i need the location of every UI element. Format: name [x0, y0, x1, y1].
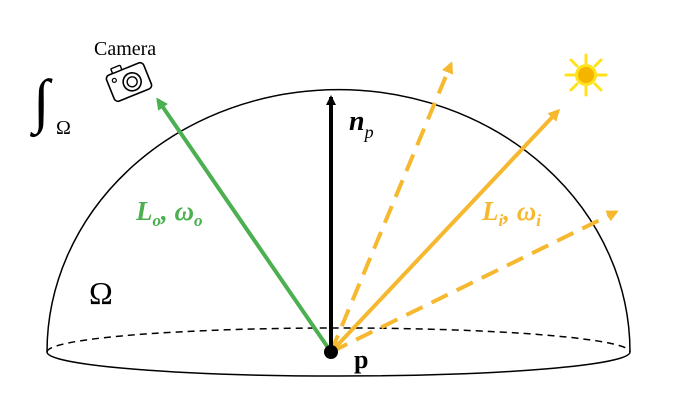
incoming-sep: ,: [502, 196, 517, 226]
normal-subscript: p: [363, 122, 374, 142]
outgoing-sep: ,: [160, 196, 175, 226]
camera-icon: [105, 61, 153, 103]
domain-label: Ω: [89, 275, 113, 311]
normal-symbol: n: [349, 106, 365, 137]
integral-subscript: Ω: [56, 117, 71, 139]
incoming-ray-dashed-1: [329, 61, 454, 353]
outgoing-L-sub: o: [153, 211, 162, 230]
sun-icon: [564, 53, 608, 97]
incoming-L: L: [481, 196, 499, 226]
integral-sign: ∫: [30, 68, 53, 138]
incoming-ray: [329, 108, 561, 354]
outgoing-ray: [156, 97, 333, 354]
normal-label: np: [349, 106, 374, 142]
outgoing-omega-sub: o: [194, 211, 203, 230]
incoming-L-sub: i: [499, 211, 504, 230]
incoming-ray-dashed-2: [330, 210, 619, 354]
camera-label: Camera: [94, 38, 156, 60]
surface-point: [324, 345, 338, 359]
hemisphere-base-front: [46, 351, 631, 377]
incoming-label: Li, ωi: [481, 196, 541, 230]
hemisphere-base-back: [46, 327, 631, 353]
outgoing-label: Lo, ωo: [135, 196, 203, 230]
incoming-omega: ω: [517, 196, 537, 226]
incoming-omega-sub: i: [536, 211, 541, 230]
hemisphere-dome: [46, 88, 631, 353]
outgoing-omega: ω: [175, 196, 195, 226]
outgoing-L: L: [135, 196, 153, 226]
point-label: p: [354, 345, 368, 374]
